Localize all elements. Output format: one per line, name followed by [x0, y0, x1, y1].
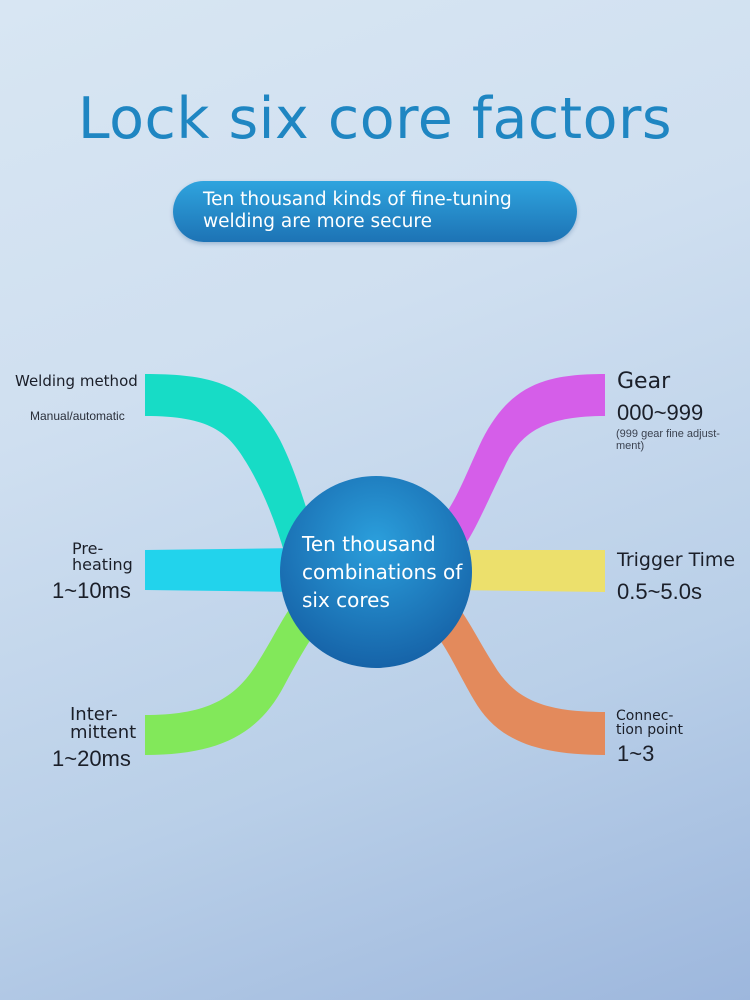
center-circle: [280, 476, 472, 668]
preheating-value: 1~10ms: [52, 578, 131, 603]
welding-method-label: Welding method: [15, 372, 138, 390]
branch-welding-method: [145, 374, 320, 555]
gear-note-line2: ment): [616, 440, 645, 452]
intermittent-value: 1~20ms: [52, 746, 131, 771]
branch-intermittent: [145, 595, 325, 755]
gear-note-line1: (999 gear fine adjust-: [616, 428, 720, 440]
subtitle-badge: Ten thousand kinds of fine-tuning weldin…: [173, 181, 577, 242]
gear-value: 000~999: [617, 400, 704, 425]
branch-preheating: [145, 548, 300, 592]
center-label: Ten thousand combinations of six cores: [302, 532, 463, 612]
branch-trigger-time: [450, 550, 605, 592]
page-title: Lock six core factors: [77, 86, 673, 152]
gear-label: Gear: [617, 369, 671, 394]
trigger-time-value: 0.5~5.0s: [617, 579, 703, 604]
preheating-label-line1: Pre-: [72, 539, 104, 558]
subtitle-text: Ten thousand kinds of fine-tuning weldin…: [203, 189, 512, 232]
connection-point-value: 1~3: [617, 741, 655, 766]
welding-method-value: Manual/automatic: [30, 409, 125, 423]
trigger-time-label: Trigger Time: [617, 549, 736, 571]
preheating-label-line2: heating: [72, 555, 133, 574]
connection-point-label-line1: Connec-: [616, 708, 674, 724]
intermittent-label-line2: mittent: [70, 722, 137, 743]
branch-connection-point: [440, 603, 605, 755]
branch-gear: [440, 374, 605, 545]
connection-point-label-line2: tion point: [616, 722, 683, 738]
intermittent-label-line1: Inter-: [70, 704, 118, 725]
